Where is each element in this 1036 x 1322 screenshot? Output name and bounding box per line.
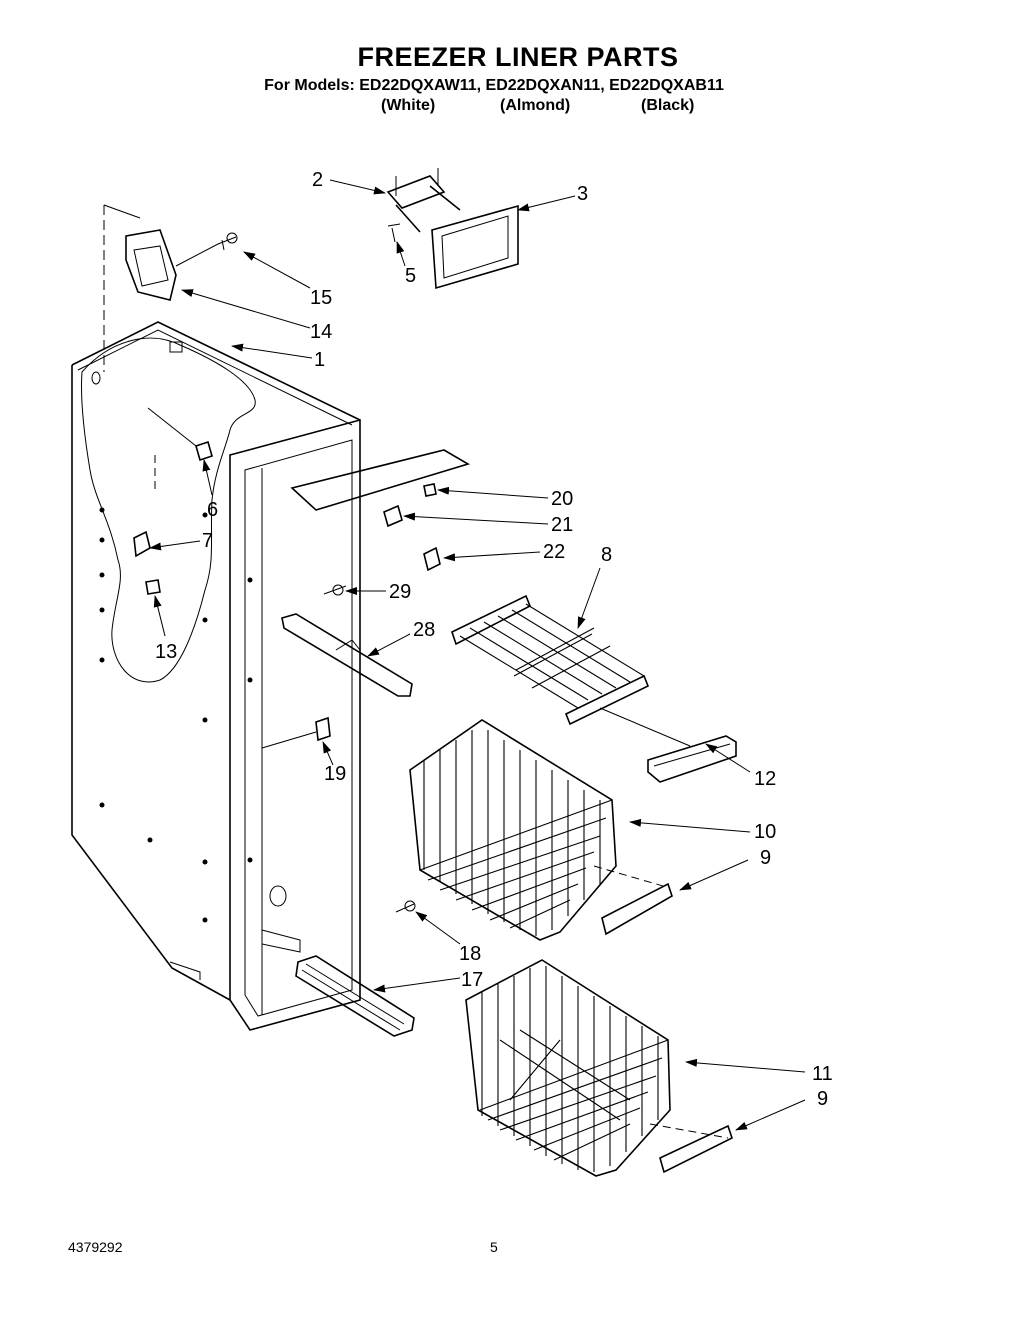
upper-basket-drawing <box>409 719 673 941</box>
page-title: FREEZER LINER PARTS <box>357 42 679 72</box>
callout-29: 29 <box>389 581 411 603</box>
freezer-liner-drawing <box>71 204 361 1031</box>
callout-12: 12 <box>754 768 776 790</box>
callout-9-lower: 9 <box>817 1088 828 1110</box>
callout-8: 8 <box>601 544 612 566</box>
callout-18: 18 <box>459 943 481 965</box>
callout-20: 20 <box>551 488 573 510</box>
callout-28: 28 <box>413 619 435 641</box>
callout-7: 7 <box>202 530 213 552</box>
callout-17: 17 <box>461 969 483 991</box>
callout-13: 13 <box>155 641 177 663</box>
callout-5: 5 <box>405 265 416 287</box>
callout-15: 15 <box>310 287 332 309</box>
callout-9-upper: 9 <box>760 847 771 869</box>
callout-labels: 2 3 5 15 14 1 6 7 13 20 21 22 8 29 28 19… <box>155 169 833 1110</box>
color-almond-label: (Almond) <box>500 97 571 114</box>
document-number: 4379292 <box>68 1239 123 1255</box>
small-parts-drawing <box>125 168 519 1037</box>
lower-basket-drawing <box>465 959 733 1177</box>
color-white-label: (White) <box>381 97 436 114</box>
callout-21: 21 <box>551 514 573 536</box>
callout-3: 3 <box>577 183 588 205</box>
color-black-label: (Black) <box>641 97 695 114</box>
callout-19: 19 <box>324 763 346 785</box>
callout-6: 6 <box>207 499 218 521</box>
callout-2: 2 <box>312 169 323 191</box>
leader-arrows <box>149 179 806 1131</box>
page-number: 5 <box>490 1239 498 1255</box>
callout-1: 1 <box>314 349 325 371</box>
callout-22: 22 <box>543 541 565 563</box>
callout-11: 11 <box>812 1063 833 1085</box>
models-line: For Models: ED22DQXAW11, ED22DQXAN11, ED… <box>264 77 724 94</box>
callout-14: 14 <box>310 321 332 343</box>
wire-shelf-drawing <box>451 594 737 783</box>
callout-10: 10 <box>754 821 776 843</box>
